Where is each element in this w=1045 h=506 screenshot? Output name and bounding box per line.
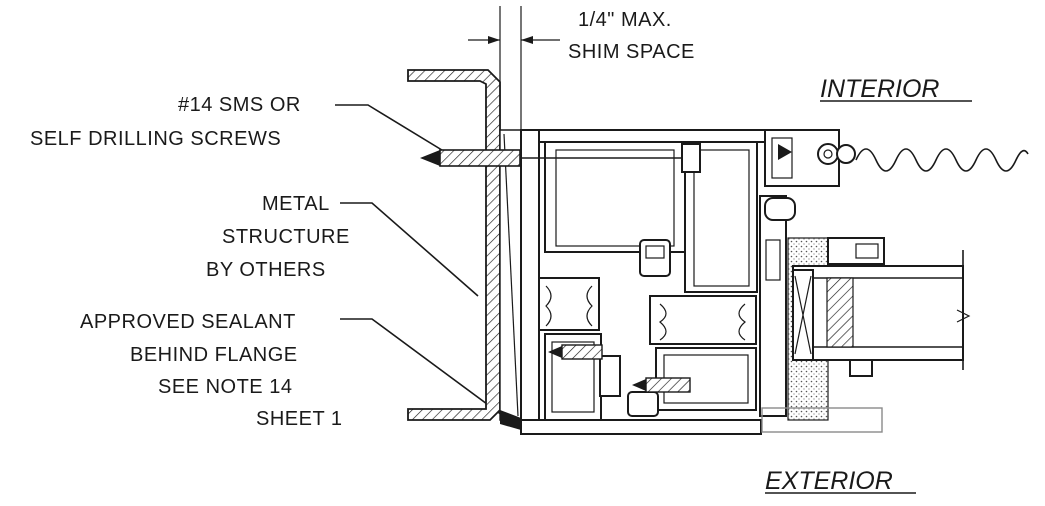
shim-dimension xyxy=(468,6,560,130)
metal-structure-callout: METAL STRUCTURE BY OTHERS xyxy=(206,193,479,297)
shim-label-line1: 1/4" MAX. xyxy=(578,9,672,31)
interior-text: INTERIOR xyxy=(820,75,939,103)
screws-label-line1: #14 SMS OR xyxy=(178,94,301,116)
sealant-bead xyxy=(500,410,521,430)
sealant-label-line1: APPROVED SEALANT xyxy=(80,311,296,333)
exterior-label: EXTERIOR xyxy=(765,467,916,495)
metal-label-line1: METAL xyxy=(262,193,330,215)
shim-space-label: 1/4" MAX. SHIM SPACE xyxy=(568,9,695,63)
metal-label-line3: BY OTHERS xyxy=(206,259,326,281)
interior-label: INTERIOR xyxy=(820,75,972,103)
fastener-screw-top xyxy=(420,143,701,173)
fastener-screw-lower-right xyxy=(632,377,691,393)
metal-structure xyxy=(407,69,501,421)
sealant-callout: APPROVED SEALANT BEHIND FLANGE SEE NOTE … xyxy=(80,311,515,430)
shim-label-line2: SHIM SPACE xyxy=(568,41,695,63)
sealant-label-line3: SEE NOTE 14 xyxy=(158,376,292,398)
sealant-label-line4: SHEET 1 xyxy=(256,408,343,430)
fastener-screw-lower-left xyxy=(548,344,603,360)
screws-callout: #14 SMS OR SELF DRILLING SCREWS xyxy=(30,94,456,159)
interior-seal-wave xyxy=(855,148,1029,172)
metal-label-line2: STRUCTURE xyxy=(222,226,350,248)
screws-label-line2: SELF DRILLING SCREWS xyxy=(30,128,281,150)
frame-profile xyxy=(520,129,885,435)
shim-wedge xyxy=(499,129,522,421)
sealant-label-line2: BEHIND FLANGE xyxy=(130,344,298,366)
glazing-unit xyxy=(792,250,971,370)
exterior-text: EXTERIOR xyxy=(765,467,893,495)
